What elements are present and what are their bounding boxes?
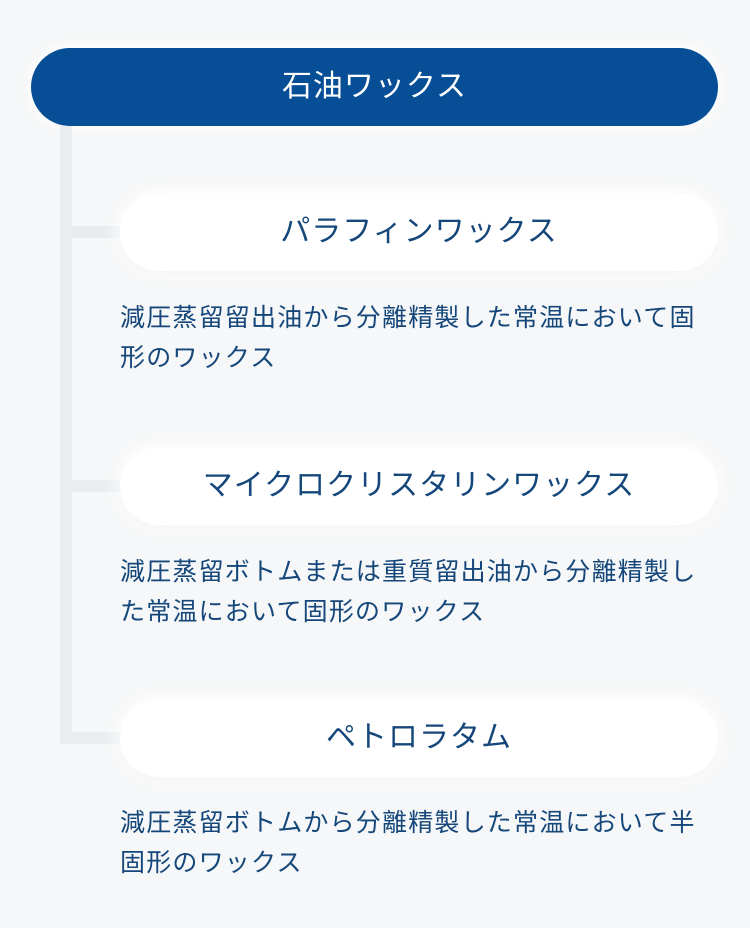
root-node-petroleum-wax: 石油ワックス [31,48,718,126]
branch-connector-1 [72,226,122,238]
branch-connector-3 [72,732,122,744]
branch-connector-2 [72,480,122,492]
description-petrolatum: 減圧蒸留ボトムから分離精製した常温において半固形のワックス [120,808,696,877]
tree-trunk-connector [60,126,72,744]
child-node-petrolatum: ペトロラタム [120,699,718,777]
child-node-microcrystalline-wax: マイクロクリスタリンワックス [120,447,718,525]
child-node-paraffin-wax: パラフィンワックス [120,193,718,271]
description-paraffin-wax: 減圧蒸留留出油から分離精製した常温において固形のワックス [120,303,696,372]
description-microcrystalline-wax: 減圧蒸留ボトムまたは重質留出油から分離精製した常温において固形のワックス [120,557,697,626]
